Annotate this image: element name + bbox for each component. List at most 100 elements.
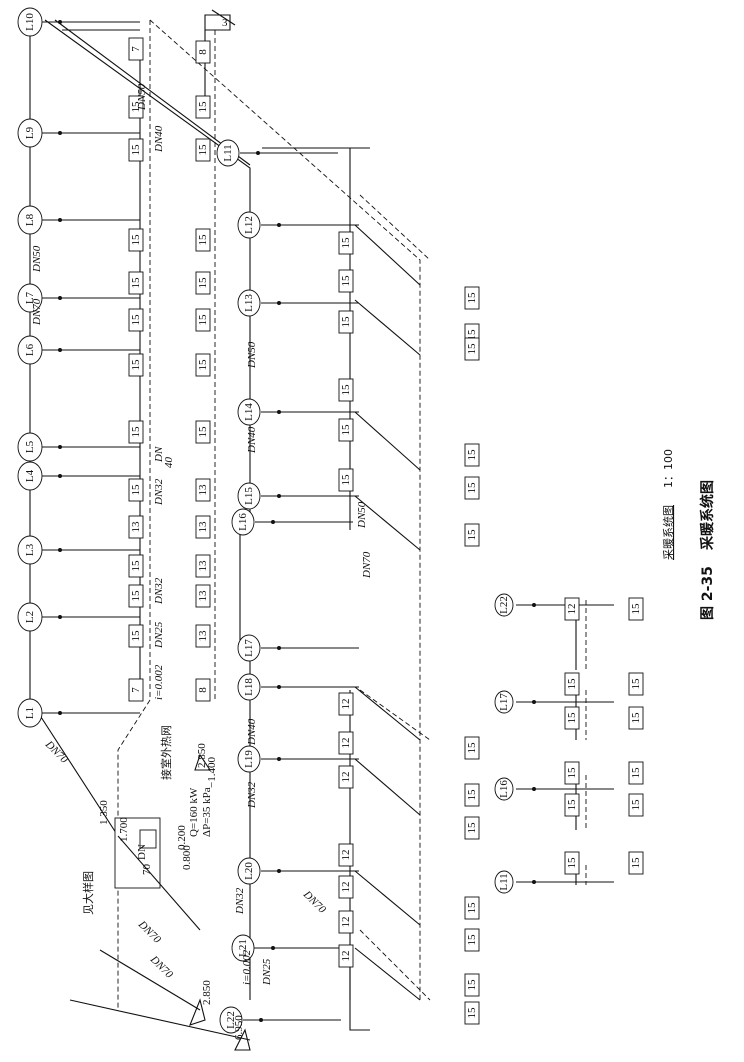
radiator: 15: [338, 310, 354, 334]
radiator-box: [564, 706, 580, 730]
riser-label: L18: [243, 678, 255, 696]
riser-label: L11: [498, 873, 510, 890]
riser-l16: L16: [231, 508, 353, 536]
radiator: 15: [564, 761, 580, 785]
radiator-value: 13: [197, 590, 209, 602]
radiator-box: [464, 286, 480, 310]
riser-label: L4: [24, 469, 36, 482]
caption-figure-number: 图 2-35: [700, 566, 716, 620]
radiator-box: [195, 308, 211, 332]
pipe-size-label: i=0.002: [241, 949, 253, 985]
radiator: 15: [338, 269, 354, 293]
radiator: 15: [338, 378, 354, 402]
radiator: 15: [464, 443, 480, 467]
radiator: 15: [128, 138, 144, 162]
radiator-box: [128, 308, 144, 332]
radiator-box: [128, 624, 144, 648]
radiator-value: 15: [466, 329, 478, 341]
riser-l9: L9: [17, 118, 140, 148]
radiator-box: [464, 443, 480, 467]
riser-circle: [237, 857, 261, 885]
detail-text: 1.350: [98, 800, 110, 825]
radiator: 15: [464, 523, 480, 547]
radiator: 15: [128, 228, 144, 252]
radiator-box: [195, 271, 211, 295]
radiator-value: 15: [130, 101, 142, 113]
radiator-value: 15: [130, 359, 142, 371]
radiator-box: [338, 944, 354, 968]
riser-circle: [494, 593, 514, 617]
riser-label: L10: [24, 13, 36, 31]
radiator: 15: [628, 851, 644, 875]
pipe-size-label: DN50: [136, 83, 148, 111]
pipe-size-label: DN50: [246, 341, 258, 369]
radiator: 15: [464, 783, 480, 807]
riser-l8: L8: [17, 205, 140, 235]
riser-label: L2: [24, 611, 36, 623]
radiator-value: 13: [197, 521, 209, 533]
riser-circle: [237, 398, 261, 426]
radiator: 15: [195, 95, 211, 119]
riser-markers: L10L9L8L7L6L5L4L3L2L1L11L12L13L14L15L16L…: [17, 7, 614, 1034]
radiator-box: [338, 231, 354, 255]
radiator-value: 12: [340, 951, 352, 962]
top-right-symbol: 3: [204, 9, 236, 31]
radiator-box: [628, 851, 644, 875]
radiator-value: 12: [566, 604, 578, 615]
radiator-value: 15: [630, 767, 642, 779]
radiator-box: [195, 138, 211, 162]
radiator-value: 15: [340, 474, 352, 486]
pipe-size-label: DN25: [261, 958, 273, 986]
riser-circle: [494, 870, 514, 894]
riser-label: L6: [24, 343, 36, 356]
radiator: 15: [195, 271, 211, 295]
riser-label: L13: [243, 294, 255, 312]
radiator: 12: [338, 843, 354, 867]
riser-l10: L10: [17, 7, 140, 37]
radiator: 15: [128, 478, 144, 502]
caption-scale-title: 采暖系统图: [662, 505, 675, 560]
riser-circle: [237, 673, 261, 701]
radiator: 15: [464, 816, 480, 840]
radiator: 15: [128, 95, 144, 119]
radiator: 15: [564, 706, 580, 730]
radiator: 15: [128, 624, 144, 648]
radiator: 15: [128, 308, 144, 332]
riser-label: L17: [498, 693, 510, 711]
radiator-box: [464, 928, 480, 952]
pipe-size-label: DN32: [153, 577, 165, 605]
radiator-value: 15: [630, 678, 642, 690]
riser-label: L5: [24, 440, 36, 453]
riser-l14: L14: [237, 398, 359, 426]
radiator: 15: [338, 231, 354, 255]
radiator-value: 15: [130, 560, 142, 572]
radiator-box: [195, 420, 211, 444]
radiator: 15: [464, 973, 480, 997]
radiator-box: [128, 478, 144, 502]
riser-l7: L7: [17, 283, 140, 313]
riser-l4: L4: [17, 461, 140, 491]
radiator: 15: [628, 597, 644, 621]
riser-circle: [494, 690, 514, 714]
radiator-value: 8: [197, 687, 209, 693]
radiator-value: 15: [630, 799, 642, 811]
radiator: 13: [195, 584, 211, 608]
riser-l11: L11: [494, 870, 614, 894]
radiator: 12: [338, 692, 354, 716]
pipe-size-label: DN32: [153, 478, 165, 506]
riser-label: L22: [225, 1011, 237, 1029]
radiator: 13: [195, 515, 211, 539]
radiator-box: [338, 692, 354, 716]
radiator-box: [338, 468, 354, 492]
riser-l22: L22: [494, 593, 614, 617]
radiator: 8: [195, 40, 211, 64]
riser-circle: [231, 934, 255, 962]
riser-label: L3: [24, 543, 36, 556]
radiator-value: 15: [630, 857, 642, 869]
pipe-size-label: DN: [153, 446, 165, 463]
radiator: 15: [128, 271, 144, 295]
radiator-value: 13: [130, 521, 142, 533]
radiator-box: [338, 765, 354, 789]
radiator-value: 15: [130, 314, 142, 326]
